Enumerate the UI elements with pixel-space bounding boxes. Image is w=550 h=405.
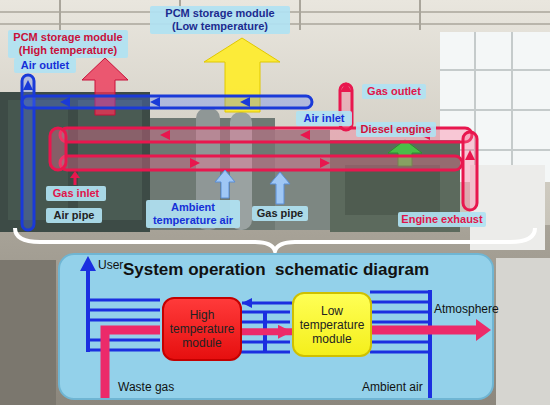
- machinery: [496, 258, 550, 405]
- node-text: System operation schematic diagram: [60, 260, 492, 280]
- machinery: [470, 165, 545, 250]
- node-text: Ambient temperature air: [148, 201, 238, 227]
- flow-label: Atmosphere: [434, 302, 499, 316]
- air-pipe-overlay: [22, 75, 312, 230]
- gas-pipe-overlay: [50, 82, 477, 210]
- gas-pipe-overlay: [60, 156, 462, 170]
- air-callout: Ambient temperature air: [146, 200, 240, 228]
- gas-pipe-overlay: [463, 132, 477, 210]
- process-box: Low temperature module: [292, 292, 372, 357]
- ambient-arrow: [215, 170, 235, 198]
- gas-pipe-overlay: [300, 130, 310, 140]
- bracket: [15, 228, 535, 251]
- node-text: Air pipe: [48, 209, 100, 222]
- pipe-callout: Air outlet: [14, 58, 76, 73]
- machinery: [0, 260, 56, 405]
- process-box: High temperature module: [162, 297, 242, 361]
- gas-pipe-overlay: [50, 128, 66, 170]
- machinery: [345, 165, 440, 215]
- module-callout: PCM storage module (High temperature): [8, 30, 128, 58]
- flow-label: Ambient air: [362, 380, 423, 394]
- photo-background: [0, 225, 550, 405]
- node-text: Diesel engine: [358, 123, 434, 136]
- module-callout: PCM storage module (Low temperature): [150, 6, 290, 34]
- pipe-callout: Air inlet: [296, 111, 352, 126]
- pipe-callout: Air pipe: [46, 208, 102, 223]
- node-text: Gas outlet: [364, 85, 424, 98]
- gas-pipe-overlay: [340, 82, 352, 92]
- air-flow-line: [370, 292, 430, 352]
- pipe-callout: Gas pipe: [252, 206, 308, 221]
- gas-pipe-overlay: [465, 150, 475, 160]
- air-flow-line: [86, 270, 90, 352]
- node-text: PCM storage module (Low temperature): [152, 7, 288, 33]
- node-text: High temperature module: [166, 308, 238, 350]
- gas-pipe-overlay: [320, 158, 330, 168]
- gas-pipe-overlay: [70, 171, 80, 178]
- machinery: [0, 92, 550, 405]
- engine-callout: Diesel engine: [356, 122, 436, 137]
- node-text: Gas inlet: [48, 187, 104, 200]
- ambient-arrow: [215, 170, 290, 204]
- flow-label: Waste gas: [118, 380, 174, 394]
- pipe-callout: Gas outlet: [362, 84, 426, 99]
- air-pipe-overlay: [150, 97, 160, 107]
- node-text: PCM storage module (High temperature): [10, 31, 126, 57]
- node-text: Air outlet: [16, 59, 74, 72]
- machinery: [8, 100, 68, 220]
- node-text: Gas pipe: [254, 207, 306, 220]
- node-text: Low temperature module: [296, 304, 368, 346]
- air-pipe-overlay: [23, 80, 33, 90]
- node-text: Air inlet: [298, 112, 350, 125]
- air-pipe-overlay: [60, 97, 70, 107]
- node-text: Engine exhaust: [400, 213, 484, 226]
- air-pipe-overlay: [240, 97, 250, 107]
- air-flow-line: [428, 290, 432, 398]
- gas-pipe-overlay: [160, 130, 170, 140]
- flow-label: User: [98, 258, 123, 272]
- air-pipe-overlay: [22, 96, 312, 108]
- exhaust-callout: Engine exhaust: [398, 212, 486, 227]
- gas-flow-line: [370, 326, 476, 335]
- air-flow-line: [263, 312, 267, 352]
- ambient-arrow: [270, 172, 290, 204]
- photo-background: [0, 0, 550, 230]
- pipe-callout: Gas inlet: [46, 186, 106, 201]
- gas-pipe-overlay: [190, 158, 200, 168]
